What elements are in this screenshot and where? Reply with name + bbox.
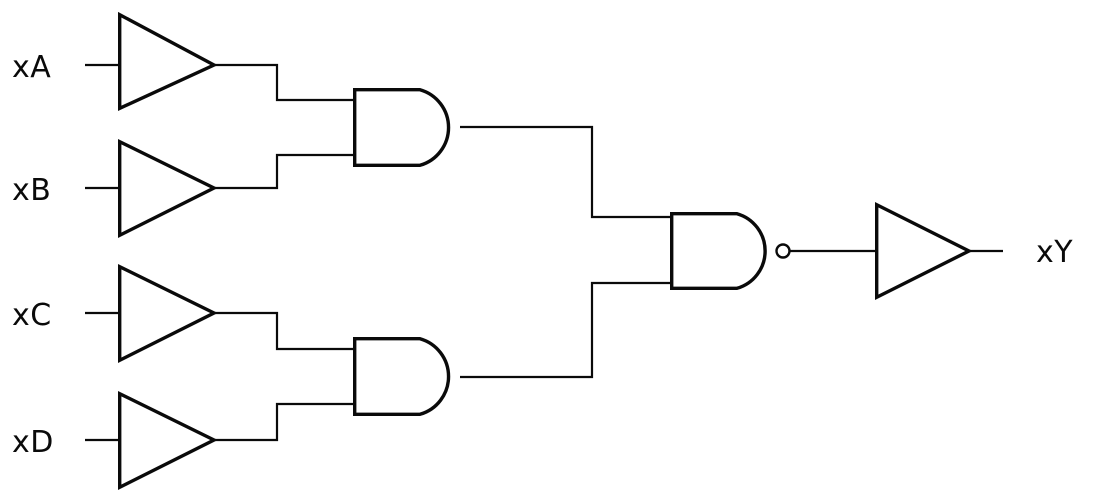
input-buffer-layer <box>117 11 218 491</box>
buffer-gate-xD[interactable] <box>117 390 218 491</box>
inversion-bubble-icon <box>775 243 791 259</box>
buffer-gate-xC[interactable] <box>117 263 218 364</box>
wire-bufb-to-andtop <box>215 153 355 190</box>
buffer-gate-xA[interactable] <box>117 11 218 111</box>
and-gate-bottom[interactable] <box>353 337 451 416</box>
and-gate-top[interactable] <box>353 88 451 167</box>
output-buffer-layer <box>875 201 973 301</box>
buffer-gate-xB[interactable] <box>117 138 218 239</box>
wire-andtop-to-nand <box>460 125 672 219</box>
nand-gate-layer <box>670 212 791 290</box>
input-label-xA: xA <box>12 50 51 85</box>
input-label-xC: xC <box>12 298 52 333</box>
wire-layer <box>85 63 1003 442</box>
input-label-xB: xB <box>12 173 51 208</box>
wire-bufc-to-andbot <box>215 311 355 351</box>
wire-bufa-to-andtop <box>215 63 355 102</box>
label-layer: xA xB xC xD xY <box>12 50 1073 460</box>
buffer-gate-xY[interactable] <box>875 201 973 301</box>
output-label-xY: xY <box>1036 235 1073 270</box>
nand-gate-output[interactable] <box>670 212 767 290</box>
wire-bufd-to-andbot <box>215 402 355 442</box>
wire-andbot-to-nand <box>460 281 672 379</box>
input-label-xD: xD <box>12 425 54 460</box>
and-gate-layer <box>353 88 451 416</box>
